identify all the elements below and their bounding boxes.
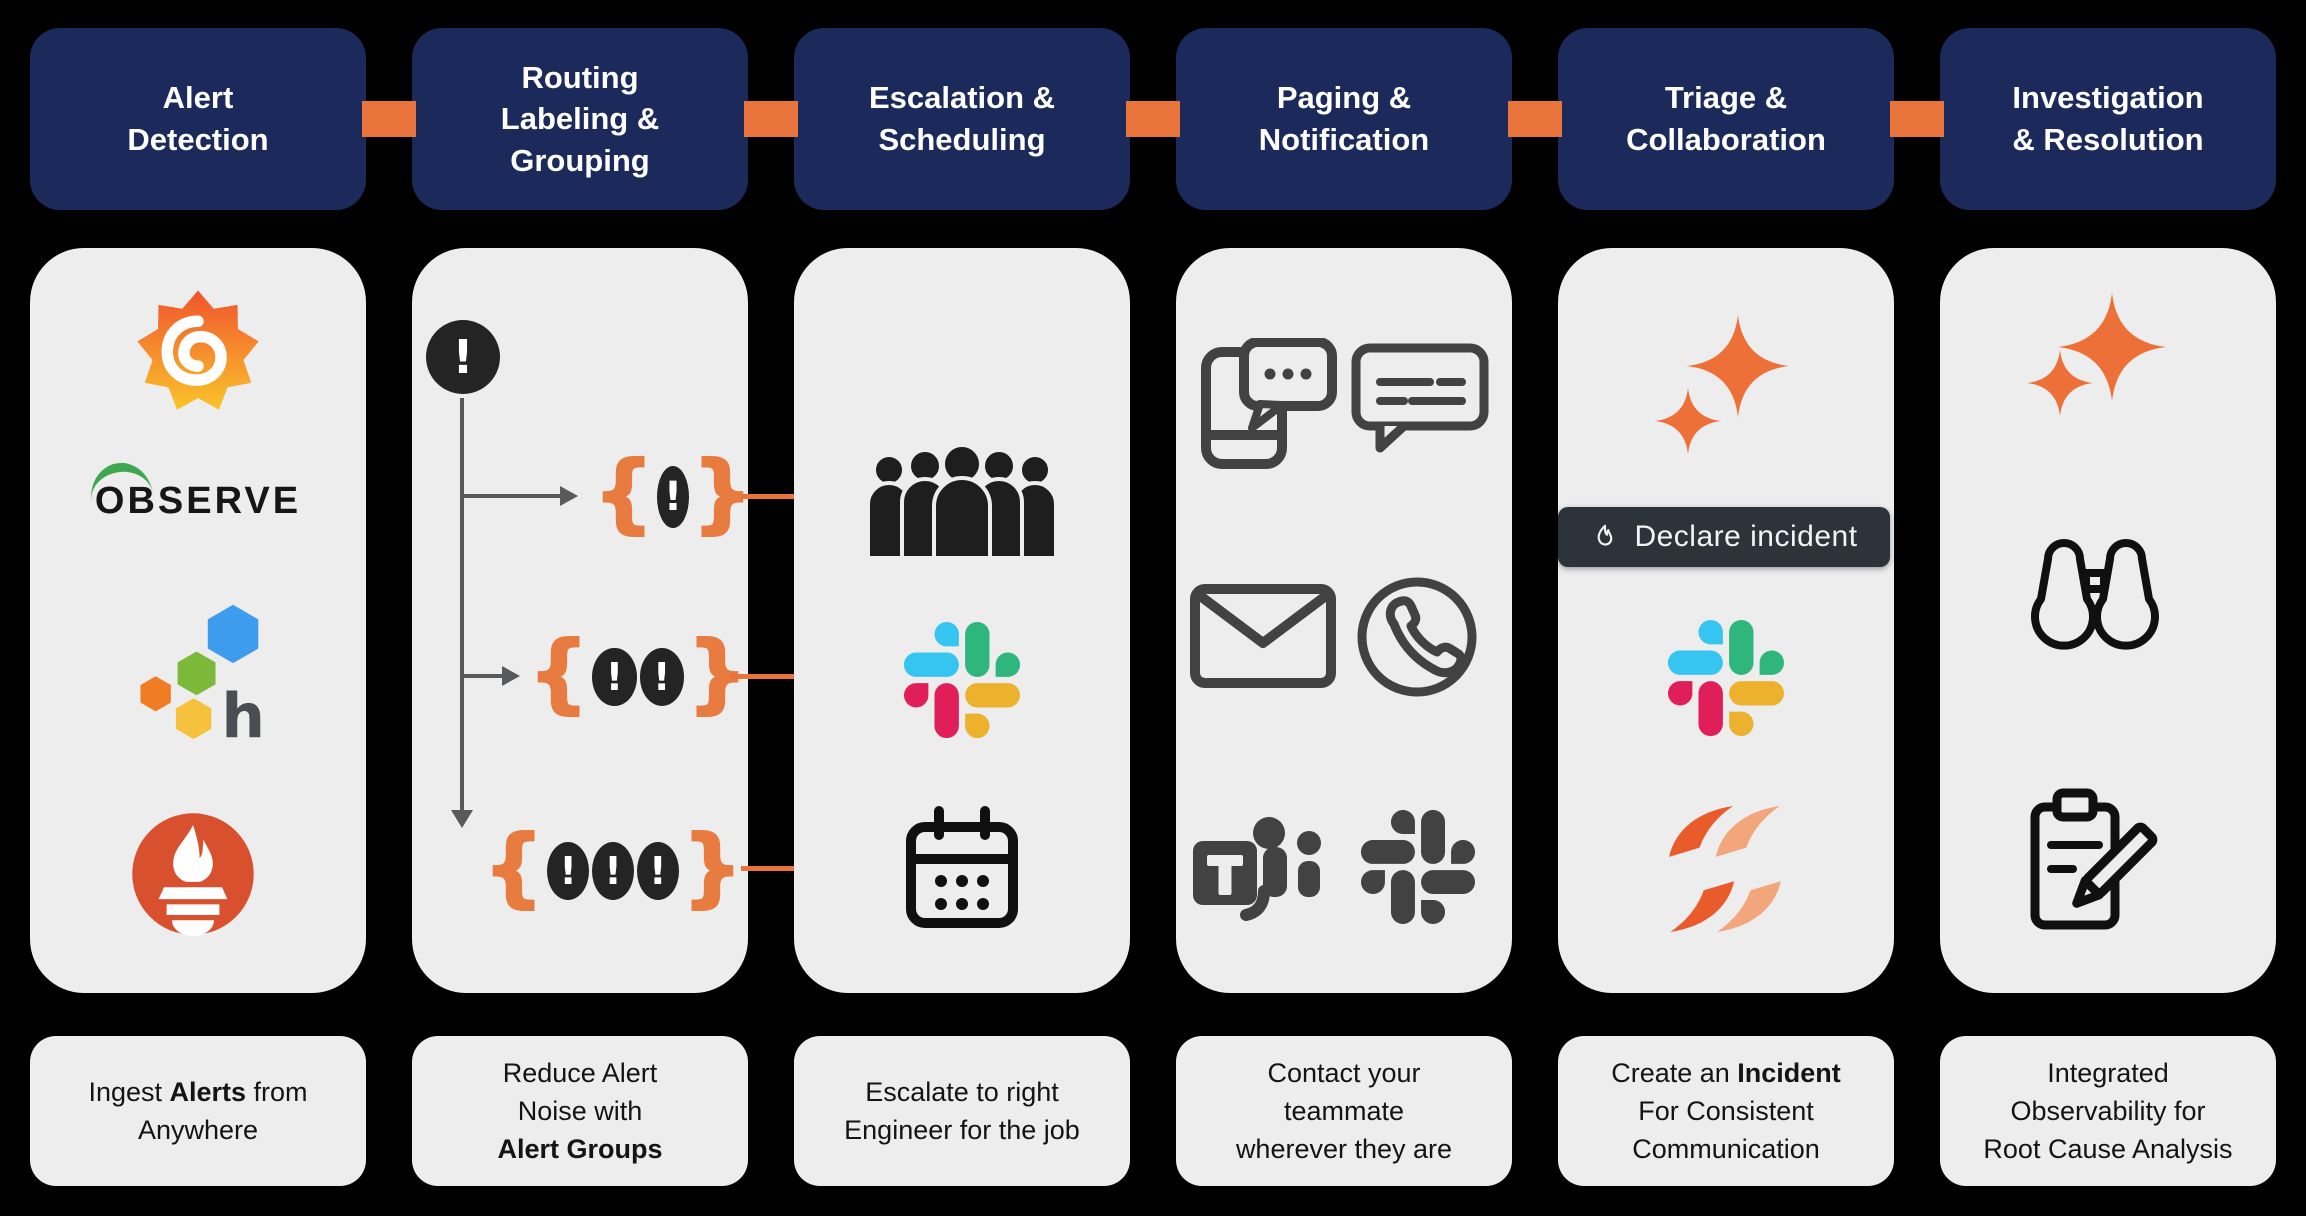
slack-logo xyxy=(1668,620,1784,736)
observe-arc-icon xyxy=(87,459,153,502)
desc-text: Reduce Alert Noise with xyxy=(502,1057,658,1126)
grafana-logo xyxy=(137,290,259,410)
observe-logo: OBSERVE xyxy=(30,459,366,523)
header-routing-labeling-grouping: Routing Labeling & Grouping xyxy=(412,28,748,210)
desc-text: Contact your teammate wherever they are xyxy=(1235,1057,1453,1165)
team-icon xyxy=(866,443,1058,558)
alert-symbol: ! xyxy=(649,849,667,893)
card-investigation xyxy=(1940,248,2276,993)
alert-symbol: ! xyxy=(605,655,624,699)
desc-paging: Contact your teammate wherever they are xyxy=(1176,1036,1512,1186)
card-triage: Declare incident xyxy=(1558,248,1894,993)
brace-open: { xyxy=(482,817,545,917)
header-paging-notification: Paging & Notification xyxy=(1176,28,1512,210)
slack-logo-mono xyxy=(1361,810,1475,924)
slack-logo xyxy=(904,622,1020,738)
declare-incident-label: Declare incident xyxy=(1634,520,1858,553)
header-escalation-scheduling: Escalation & Scheduling xyxy=(794,28,1130,210)
brace-close: } xyxy=(686,623,749,723)
sparkle-small-icon xyxy=(2027,350,2093,416)
flow-connector xyxy=(744,101,798,137)
calendar-icon xyxy=(906,806,1018,928)
tree-branch-line xyxy=(463,494,563,498)
teams-logo: T xyxy=(1193,817,1321,921)
desc-bold: Incident xyxy=(1737,1057,1841,1088)
arrow-right-icon xyxy=(502,666,520,686)
header-label: Triage & Collaboration xyxy=(1626,80,1826,157)
squadcast-logo xyxy=(1669,806,1781,932)
clipboard-pencil-icon xyxy=(2030,788,2158,930)
alert-symbol: ! xyxy=(663,474,683,520)
card-alert-sources: OBSERVE h xyxy=(30,248,366,993)
binoculars-icon xyxy=(2031,525,2180,665)
desc-text: Integrated Observability for Root Cause … xyxy=(1983,1057,2233,1165)
card-escalation xyxy=(794,248,1130,993)
header-investigation-resolution: Investigation & Resolution xyxy=(1940,28,2276,210)
route-line xyxy=(729,674,855,679)
observe-wordmark: OBSERVE xyxy=(94,480,302,522)
sparkle-small-icon xyxy=(1655,388,1721,454)
header-label: Investigation & Resolution xyxy=(2012,80,2204,157)
tree-vertical-line xyxy=(460,398,464,810)
arrow-down-icon xyxy=(451,810,473,828)
alert-symbol: ! xyxy=(559,849,577,893)
alert-symbol: ! xyxy=(452,330,474,384)
route-line xyxy=(741,494,839,499)
desc-bold: Alert Groups xyxy=(497,1134,663,1165)
alert-symbol: ! xyxy=(604,849,622,893)
chat-icon xyxy=(1351,343,1489,453)
header-label: Routing Labeling & Grouping xyxy=(500,59,660,178)
alert-symbol: ! xyxy=(652,655,671,699)
desc-escalation: Escalate to right Engineer for the job xyxy=(794,1036,1130,1186)
header-alert-detection: Alert Detection xyxy=(30,28,366,210)
phone-icon xyxy=(1357,577,1477,697)
desc-triage: Create an Incident For Consistent Commun… xyxy=(1558,1036,1894,1186)
header-triage-collaboration: Triage & Collaboration xyxy=(1558,28,1894,210)
honeycomb-logo: h xyxy=(140,604,265,742)
desc-text: Create an xyxy=(1611,1057,1738,1088)
alert-icon: ! xyxy=(426,320,500,394)
flow-connector xyxy=(1508,101,1562,137)
sms-icon xyxy=(1201,338,1337,469)
desc-alert-detection: Ingest Alerts from Anywhere xyxy=(30,1036,366,1186)
header-label: Escalation & Scheduling xyxy=(868,80,1056,157)
flow-connector xyxy=(1890,101,1944,137)
alert-group-2: { ! ! } xyxy=(527,623,749,727)
brace-open: { xyxy=(527,623,590,723)
brace-open: { xyxy=(592,443,655,543)
desc-investigation: Integrated Observability for Root Cause … xyxy=(1940,1036,2276,1186)
sparkles-icon xyxy=(1687,315,1789,417)
flame-icon xyxy=(1598,524,1613,546)
brace-close: } xyxy=(691,443,754,543)
honeycomb-letter: h xyxy=(221,682,265,742)
header-label: Paging & Notification xyxy=(1258,80,1430,157)
email-icon xyxy=(1190,584,1336,688)
arrow-right-icon xyxy=(560,486,578,506)
sparkles-icon xyxy=(2058,293,2166,401)
desc-text: For Consistent Communication xyxy=(1632,1095,1820,1165)
desc-routing: Reduce Alert Noise with Alert Groups xyxy=(412,1036,748,1186)
alert-group-3: { ! ! ! } xyxy=(482,817,744,921)
prometheus-logo xyxy=(132,813,254,937)
declare-incident-button[interactable]: Declare incident xyxy=(1558,507,1890,567)
desc-text: Ingest xyxy=(88,1076,170,1107)
desc-bold: Alerts xyxy=(169,1076,247,1107)
desc-text: from Anywhere xyxy=(137,1076,308,1145)
card-paging: T xyxy=(1176,248,1512,993)
header-label: Alert Detection xyxy=(127,80,269,157)
tree-branch-line xyxy=(463,674,505,678)
flow-connector xyxy=(362,101,416,137)
alert-group-1: { ! } xyxy=(592,443,754,549)
brace-close: } xyxy=(681,817,744,917)
flow-connector xyxy=(1126,101,1180,137)
desc-text: Escalate to right Engineer for the job xyxy=(844,1076,1080,1145)
